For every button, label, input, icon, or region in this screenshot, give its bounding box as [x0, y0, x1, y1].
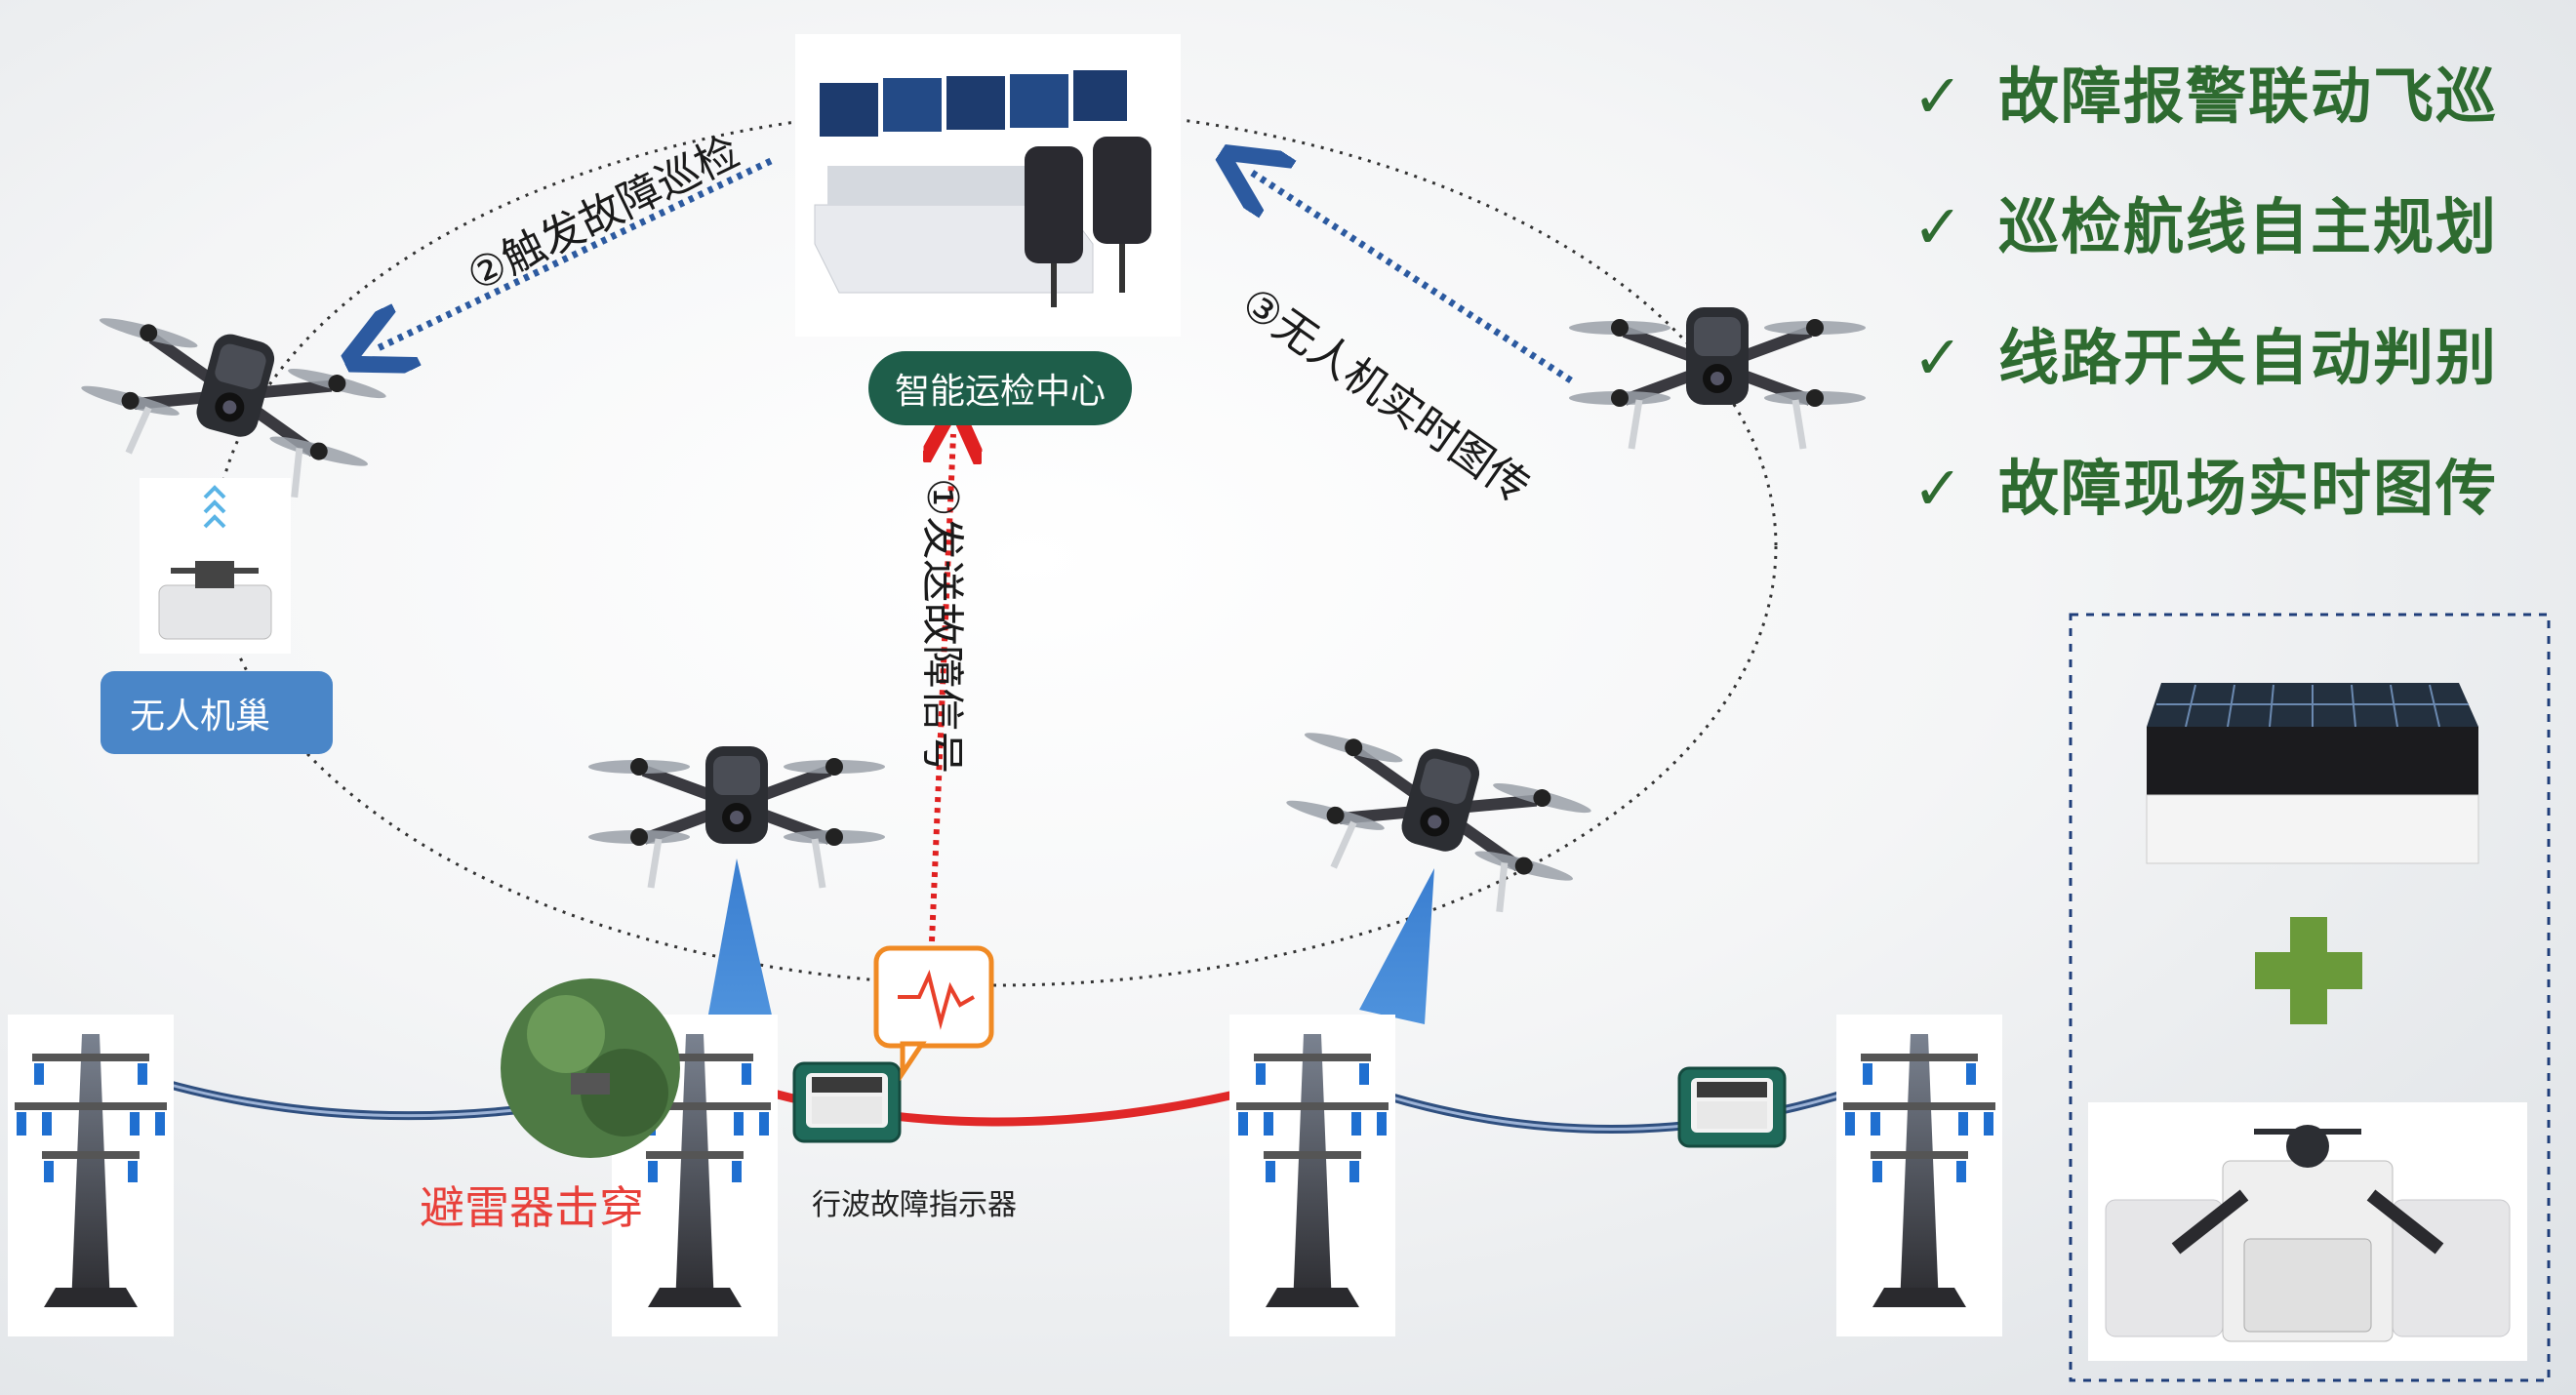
feature-item: ✓故障报警联动飞巡: [1912, 60, 2498, 132]
feature-item: ✓故障现场实时图传: [1912, 453, 2498, 524]
indicator-device: [792, 1061, 902, 1143]
camera-beam: [707, 858, 773, 1019]
indicator-label: 行波故障指示器: [812, 1188, 1017, 1222]
check-icon: ✓: [1912, 191, 1965, 262]
product-box: [2069, 613, 2551, 1382]
fault-signal-arrow: [932, 434, 953, 942]
fault-label: 避雷器击穿: [420, 1181, 644, 1234]
control-center-label: 智能运检中心: [868, 351, 1132, 425]
solar-terminal-icon: [2146, 683, 2479, 864]
drone-icon: [1273, 715, 1596, 929]
camera-beam: [1359, 868, 1434, 1024]
indicator-device: [1677, 1066, 1787, 1148]
power-tower-icon: [8, 1015, 174, 1336]
plus-icon: [2255, 917, 2362, 1024]
control-room-icon: [795, 34, 1181, 337]
power-line-highlight: [1360, 1086, 1865, 1131]
signal-bubble-icon: [873, 945, 994, 1082]
trigger-arrow: [376, 157, 773, 349]
power-tower-icon: [1229, 1015, 1395, 1336]
check-icon: ✓: [1912, 322, 1965, 393]
step1-label: ①发送故障信号: [917, 478, 967, 775]
drone-icon: [1569, 307, 1866, 449]
feature-item: ✓巡检航线自主规划: [1912, 191, 2498, 262]
arrester-photo: [501, 978, 680, 1158]
feature-item: ✓线路开关自动判别: [1912, 322, 2498, 393]
drone-nest-label: 无人机巢: [101, 671, 333, 754]
check-icon: ✓: [1912, 453, 1965, 524]
drone-nest-icon: [140, 478, 291, 654]
check-icon: ✓: [1912, 60, 1965, 132]
power-tower-icon: [1836, 1015, 2002, 1336]
drone-nest-product-icon: [2088, 1102, 2527, 1361]
